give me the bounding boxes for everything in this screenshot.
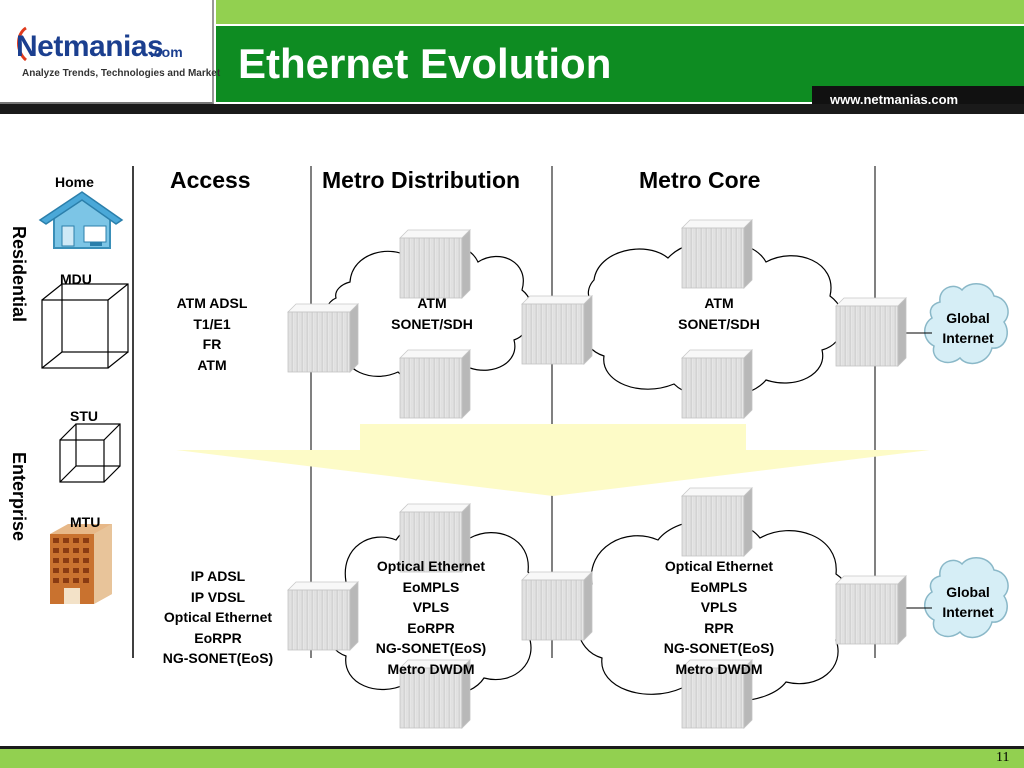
logo-suffix: .com — [150, 44, 183, 60]
enterprise-label: Enterprise — [9, 452, 29, 542]
ethernet-core-line: VPLS — [700, 599, 738, 615]
page-number: 11 — [996, 750, 1010, 765]
ethernet-distribution-line: EoRPR — [407, 619, 455, 636]
legacy-access-tech: ATM ADSL T1/E1 FR ATM — [162, 293, 262, 375]
ethernet-distribution-line: Metro DWDM — [387, 660, 475, 677]
residential-label: Residential — [9, 226, 29, 323]
legacy-core-node-top — [681, 219, 753, 289]
ethernet-distribution-line: VPLS — [412, 599, 450, 615]
logo-main: Netmanias — [16, 30, 164, 63]
legacy-dist-core-node — [521, 295, 593, 365]
logo-text: Netmanias — [16, 30, 164, 64]
mtu-windows-icon — [53, 538, 89, 604]
ethernet-core-line: Metro DWDM — [675, 660, 763, 677]
legacy-dist-node-bottom — [399, 349, 471, 419]
legacy-core-node-bottom — [681, 349, 753, 419]
internet-line: Global — [946, 584, 990, 600]
legacy-internet-label: Global Internet — [928, 308, 1008, 348]
legacy-core-tech: ATM SONET/SDH — [659, 293, 779, 334]
legacy-access-node — [287, 303, 359, 373]
ethernet-access-line: IP VDSL — [190, 588, 246, 605]
legacy-access-line: FR — [202, 336, 222, 352]
footer-band — [0, 749, 1024, 768]
ethernet-dist-core-node — [521, 571, 593, 641]
logo-tagline: Analyze Trends, Technologies and Market — [22, 68, 221, 79]
internet-line: Global — [946, 310, 990, 326]
legacy-edge-node — [835, 297, 907, 367]
ethernet-access-line: IP ADSL — [190, 568, 246, 584]
legacy-dist-node-top — [399, 229, 471, 299]
mdu-building-icon — [41, 283, 129, 369]
home-label: Home — [55, 174, 94, 190]
footer-divider — [0, 746, 1024, 749]
mtu-label: MTU — [70, 514, 101, 530]
column-metro-distribution: Metro Distribution — [322, 167, 521, 193]
header-divider — [0, 104, 1024, 114]
stu-building-icon — [59, 423, 121, 483]
internet-line: Internet — [942, 604, 994, 620]
column-metro-core: Metro Core — [639, 167, 761, 193]
legacy-access-line: T1/E1 — [193, 315, 231, 332]
mdu-label: MDU — [60, 271, 92, 287]
ethernet-internet-cloud — [924, 557, 1009, 639]
ethernet-core-line: Optical Ethernet — [664, 558, 774, 574]
legacy-distribution-line: ATM — [417, 295, 447, 311]
ethernet-edge-node — [835, 575, 907, 645]
ethernet-distribution-line: NG-SONET(EoS) — [375, 640, 487, 656]
legacy-internet-cloud — [924, 283, 1009, 365]
internet-line: Internet — [942, 330, 994, 346]
home-icon — [38, 191, 124, 249]
header-top-band — [216, 0, 1024, 24]
site-url[interactable]: www.netmanias.com — [830, 92, 959, 107]
ethernet-internet-label: Global Internet — [928, 582, 1008, 622]
ethernet-access-node — [287, 581, 359, 651]
logo-swirl-icon — [17, 26, 28, 62]
column-access: Access — [170, 167, 251, 193]
legacy-core-line: SONET/SDH — [678, 315, 760, 332]
ethernet-core-node-top — [681, 487, 753, 557]
ethernet-distribution-line: Optical Ethernet — [376, 558, 486, 574]
ethernet-access-tech: IP ADSL IP VDSL Optical Ethernet EoRPR N… — [148, 566, 288, 669]
ethernet-core-line: RPR — [704, 619, 734, 636]
slide-title: Ethernet Evolution — [238, 40, 612, 87]
ethernet-access-line: Optical Ethernet — [163, 609, 273, 625]
ethernet-access-line: NG-SONET(EoS) — [162, 650, 274, 666]
ethernet-distribution-tech: Optical Ethernet EoMPLS VPLS EoRPR NG-SO… — [361, 556, 501, 679]
ethernet-core-line: EoMPLS — [690, 578, 748, 595]
ethernet-core-tech: Optical Ethernet EoMPLS VPLS RPR NG-SONE… — [649, 556, 789, 679]
legacy-distribution-line: SONET/SDH — [391, 315, 473, 332]
evolution-arrow — [176, 424, 930, 496]
logo-box — [0, 0, 214, 104]
ethernet-distribution-line: EoMPLS — [402, 578, 460, 595]
ethernet-core-line: NG-SONET(EoS) — [663, 640, 775, 656]
legacy-core-line: ATM — [704, 295, 734, 311]
ethernet-access-line: EoRPR — [194, 629, 242, 646]
stu-label: STU — [70, 408, 98, 424]
legacy-access-line: ATM — [197, 356, 227, 373]
legacy-distribution-tech: ATM SONET/SDH — [372, 293, 492, 334]
legacy-access-line: ATM ADSL — [176, 295, 248, 311]
